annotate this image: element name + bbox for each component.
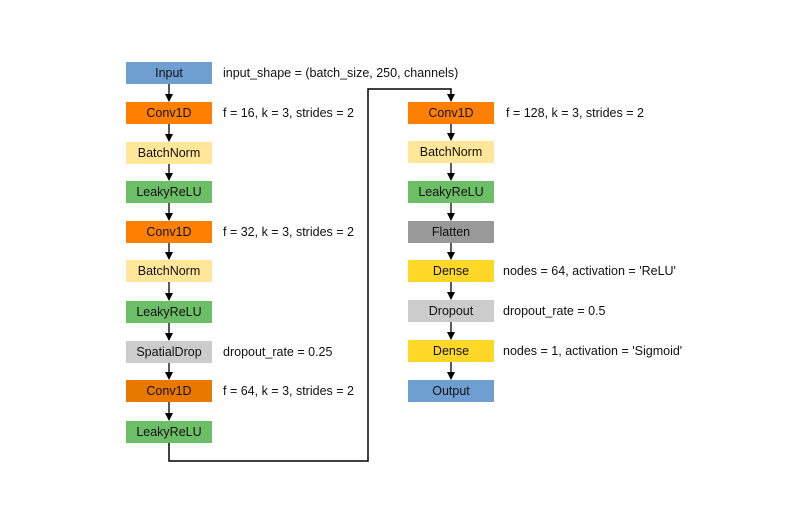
node-conv1d-2: Conv1D <box>126 221 212 243</box>
node-flatten: Flatten <box>408 221 494 243</box>
node-conv1d-4: Conv1D <box>408 102 494 124</box>
node-leakyrelu-1: LeakyReLU <box>126 181 212 203</box>
note-conv1d-1: f = 16, k = 3, strides = 2 <box>223 106 354 120</box>
arrow-leakyrelu-3-to-conv1d-4 <box>168 88 455 462</box>
node-conv1d-1: Conv1D <box>126 102 212 124</box>
note-conv1d-3: f = 64, k = 3, strides = 2 <box>223 384 354 398</box>
node-dropout: Dropout <box>408 300 494 322</box>
node-dense-1: Dense <box>408 260 494 282</box>
node-output: Output <box>408 380 494 402</box>
node-dense-2: Dense <box>408 340 494 362</box>
note-input-shape: input_shape = (batch_size, 250, channels… <box>223 66 459 80</box>
node-leakyrelu-4: LeakyReLU <box>408 181 494 203</box>
node-batchnorm-2: BatchNorm <box>126 260 212 282</box>
node-leakyrelu-2: LeakyReLU <box>126 301 212 323</box>
note-conv1d-4: f = 128, k = 3, strides = 2 <box>506 106 644 120</box>
node-batchnorm-1: BatchNorm <box>126 142 212 164</box>
note-spatialdrop: dropout_rate = 0.25 <box>223 345 333 359</box>
node-input: Input <box>126 62 212 84</box>
node-spatialdrop: SpatialDrop <box>126 341 212 363</box>
note-dropout: dropout_rate = 0.5 <box>503 304 606 318</box>
note-conv1d-2: f = 32, k = 3, strides = 2 <box>223 225 354 239</box>
node-conv1d-3: Conv1D <box>126 380 212 402</box>
note-dense-2: nodes = 1, activation = 'Sigmoid' <box>503 344 683 358</box>
node-batchnorm-3: BatchNorm <box>408 141 494 163</box>
note-dense-1: nodes = 64, activation = 'ReLU' <box>503 264 676 278</box>
node-leakyrelu-3: LeakyReLU <box>126 421 212 443</box>
